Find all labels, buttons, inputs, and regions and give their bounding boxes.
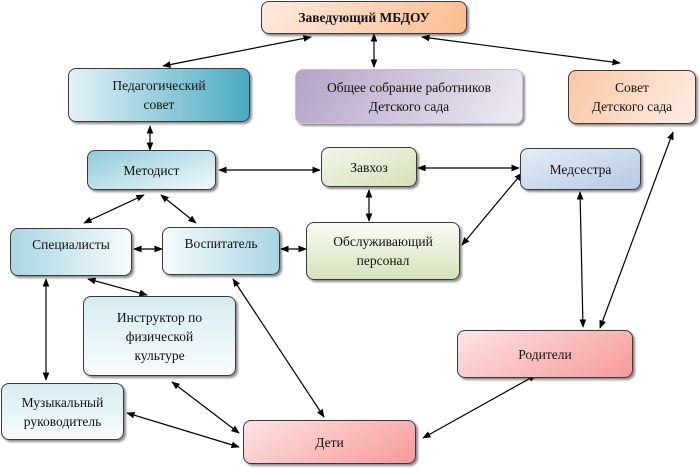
connector-service_staff-nurse [461, 172, 523, 246]
node-kindergarten-council: Совет Детского сада [568, 70, 696, 124]
node-label: Родители [518, 346, 572, 362]
node-music-director: Музыкальный руководитель [1, 383, 124, 440]
node-label: Общее собрание работников [326, 79, 492, 95]
node-label: совет [143, 97, 175, 112]
node-general-meeting: Общее собрание работников Детского сада [295, 69, 523, 124]
node-label: Заведующий МБДОУ [298, 10, 430, 25]
node-label: руководитель [23, 413, 102, 429]
node-label: Специалисты [32, 237, 110, 252]
node-label: Детского сада [368, 98, 450, 114]
node-label: Педагогический [112, 78, 206, 93]
node-teacher: Воспитатель [162, 227, 280, 275]
node-label: Обслуживающий [333, 234, 433, 249]
node-specialists: Специалисты [10, 228, 132, 276]
node-service-staff: Обслуживающий персонал [306, 222, 460, 280]
connector-methodist-teacher [160, 194, 197, 224]
connector-nurse-parents [576, 191, 587, 328]
node-label: Медсестра [549, 161, 612, 177]
connector-specialists-pe_instructor [87, 277, 148, 297]
node-ped-council: Педагогический совет [68, 68, 250, 122]
node-nurse: Медсестра [520, 148, 641, 190]
connector-head-kindergarten_council [421, 34, 621, 66]
node-label: Дети [315, 434, 344, 450]
node-label: Завхоз [350, 159, 388, 175]
node-label: физической [125, 328, 194, 344]
node-parents: Родители [457, 330, 633, 378]
node-label: Музыкальный [21, 394, 104, 410]
node-label: Воспитатель [184, 236, 258, 251]
connector-kindergarten_council-parents [599, 131, 674, 329]
node-label: культуре [134, 347, 185, 363]
node-children: Дети [243, 420, 416, 464]
node-label: Совет [615, 80, 649, 95]
node-methodist: Методист [87, 150, 216, 190]
connector-parents-children [422, 374, 537, 439]
connector-pe_instructor-children [171, 381, 240, 434]
node-label: персонал [356, 253, 410, 268]
node-label: Инструктор по [116, 309, 203, 325]
node-supply-manager: Завхоз [321, 147, 417, 187]
node-label: Детского сада [591, 99, 673, 114]
connector-methodist-specialists [83, 194, 145, 224]
node-head: Заведующий МБДОУ [261, 1, 467, 34]
connector-music_director-children [126, 411, 240, 449]
node-label: Методист [123, 162, 180, 178]
connector-teacher-children [232, 278, 325, 418]
connector-head-ped_council [162, 35, 312, 68]
node-pe-instructor: Инструктор по физической культуре [83, 296, 236, 376]
